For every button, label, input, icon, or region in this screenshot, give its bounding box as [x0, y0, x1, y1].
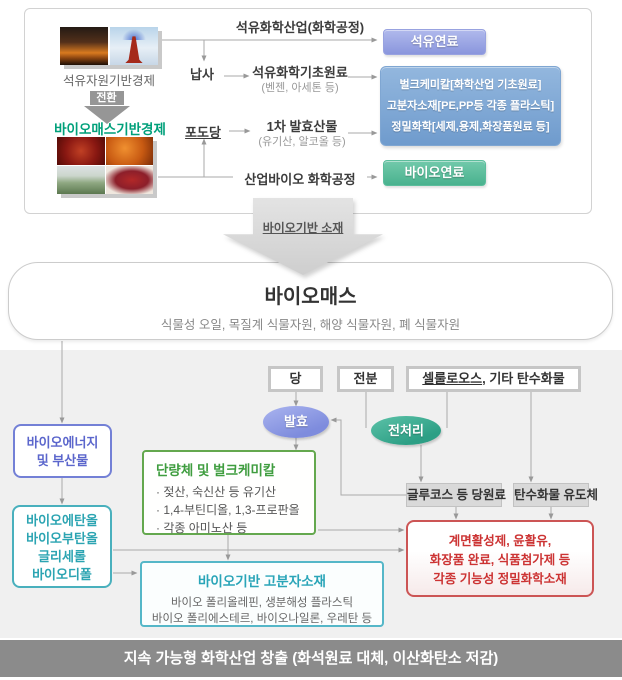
- alcohols-line4: 바이오디폴: [32, 567, 92, 582]
- fine-chemical-box: 계면활성제, 윤활유, 화장품 완료, 식품첨가제 등 각종 기능성 정밀화학소…: [406, 520, 594, 597]
- petro-industry-process-label: 석유화학산업(화학공정): [235, 20, 365, 35]
- naphtha-label: 납사: [190, 67, 214, 82]
- sugar-box: 당: [268, 366, 323, 392]
- polymer-box-title: 바이오기반 고분자소재: [198, 574, 326, 589]
- derrick-tower-shape: [125, 36, 143, 63]
- bio-polymer-box: 바이오기반 고분자소재 바이오 폴리올레핀, 생분해성 플라스틱 바이오 폴리에…: [140, 561, 384, 627]
- petro-feedstock-title: 석유화학기초원료: [252, 65, 348, 80]
- bio-alcohols-box: 바이오에탄올 바이오부탄올 글리세롤 바이오디폴: [12, 505, 112, 588]
- bioenergy-line1: 바이오에너지: [26, 435, 99, 450]
- petro-products-line1: 벌크케미칼[화학산업 기초원료]: [399, 79, 542, 91]
- petro-fuel-box: 석유연료: [383, 29, 486, 55]
- glucose-feedstock-box: 글루코스 등 당원료: [406, 483, 506, 507]
- alcohols-line2: 바이오부탄올: [26, 531, 98, 546]
- finechem-line2: 화장품 완료, 식품첨가제 등: [429, 553, 571, 567]
- polymer-line: 바이오 폴리올레핀, 생분해성 플라스틱: [170, 597, 354, 609]
- petro-products-box: 벌크케미칼[화학산업 기초원료] 고분자소재[PE,PP등 각종 플라스틱] 정…: [380, 66, 561, 146]
- big-arrow-label: 바이오기반 소재: [262, 221, 344, 235]
- bio-based-material-arrow: 바이오기반 소재: [223, 198, 383, 275]
- red-seaweed-photo: [105, 166, 153, 194]
- transition-arrow-head: [83, 106, 130, 124]
- polymer-box-body: 바이오 폴리올레핀, 생분해성 플라스틱 바이오 폴리에스테르, 바이오나일론,…: [142, 595, 382, 627]
- big-down-arrow-shape: [223, 198, 383, 275]
- monomer-bullet: · 젖산, 숙신산 등 유기산: [156, 485, 277, 499]
- transition-down-arrow: 전환: [83, 88, 130, 124]
- fermentation-ellipse: 발효: [263, 406, 329, 438]
- cellulose-carbohydrate-box: 셀룰로오스, 기타 탄수화물: [406, 366, 581, 392]
- pretreatment-ellipse: 전처리: [371, 416, 441, 445]
- polymer-line: 바이오 폴리에스테르, 바이오나일론, 우레탄 등: [151, 613, 373, 625]
- berries-photo: [105, 137, 153, 165]
- bioenergy-byproduct-box: 바이오에너지 및 부산물: [13, 424, 112, 478]
- fermentation-product-title: 1차 발효산물: [266, 119, 338, 134]
- biomass-economy-images: [57, 137, 153, 194]
- monomer-bullet: · 각종 아미노산 등: [156, 521, 248, 535]
- petro-feedstock-subtitle: (벤젠, 아세톤 등): [261, 82, 339, 94]
- petro-products-line3: 정밀화학[세제,용제,화장품원료 등]: [391, 121, 550, 133]
- oil-derrick-illustration: [110, 27, 158, 65]
- monomer-bullet-list: · 젖산, 숙신산 등 유기산 · 1,4-부틴디올, 1,3-프로판올 · 각…: [156, 483, 314, 537]
- cellulose-word: 셀룰로오스: [422, 371, 483, 386]
- finechem-line3: 각종 기능성 정밀화학소재: [433, 572, 567, 586]
- monomer-bullet: · 1,4-부틴디올, 1,3-프로판올: [156, 503, 300, 517]
- petro-economy-caption: 석유자원기반경제: [62, 74, 155, 88]
- monomer-box-title: 단량체 및 벌크케미칼: [156, 463, 276, 478]
- alcohols-line1: 바이오에탄올: [26, 513, 98, 528]
- biomass-subtitle: 식물성 오일, 목질계 식물자원, 해양 식물자원, 폐 식물자원: [160, 318, 461, 332]
- carbohydrate-derivative-box: 탄수화물 유도체: [513, 483, 598, 507]
- cellulose-rest: , 기타 탄수화물: [482, 371, 565, 386]
- grape-sugar-label: 포도당: [185, 125, 221, 140]
- bio-fuel-box: 바이오연료: [383, 160, 486, 186]
- sea-urchin-photo: [57, 137, 105, 165]
- industrial-bio-process-label: 산업바이오 화학공정: [233, 169, 367, 188]
- footer-banner: 지속 가능형 화학산업 창출 (화석원료 대체, 이산화탄소 저감): [0, 640, 622, 677]
- fermentation-product-subtitle: (유기산, 알코올 등): [258, 136, 346, 148]
- oil-spray-shape: [122, 29, 146, 41]
- bioenergy-line2: 및 부산물: [36, 453, 89, 468]
- petroleum-economy-images: [60, 27, 158, 65]
- alcohols-line3: 글리세롤: [38, 549, 86, 564]
- crop-field-photo: [57, 166, 105, 194]
- starch-box: 전분: [337, 366, 394, 392]
- biomass-title: 바이오매스: [264, 286, 357, 308]
- transition-arrow-label: 전환: [89, 91, 124, 105]
- bio-economy-caption: 바이오매스기반경제: [54, 122, 166, 137]
- finechem-line1: 계면활성제, 윤활유,: [448, 534, 552, 548]
- petro-products-line2: 고분자소재[PE,PP등 각종 플라스틱]: [386, 100, 555, 112]
- offshore-rig-photo: [60, 27, 108, 65]
- monomer-bulk-chemical-box: 단량체 및 벌크케미칼 · 젖산, 숙신산 등 유기산 · 1,4-부틴디올, …: [142, 450, 316, 535]
